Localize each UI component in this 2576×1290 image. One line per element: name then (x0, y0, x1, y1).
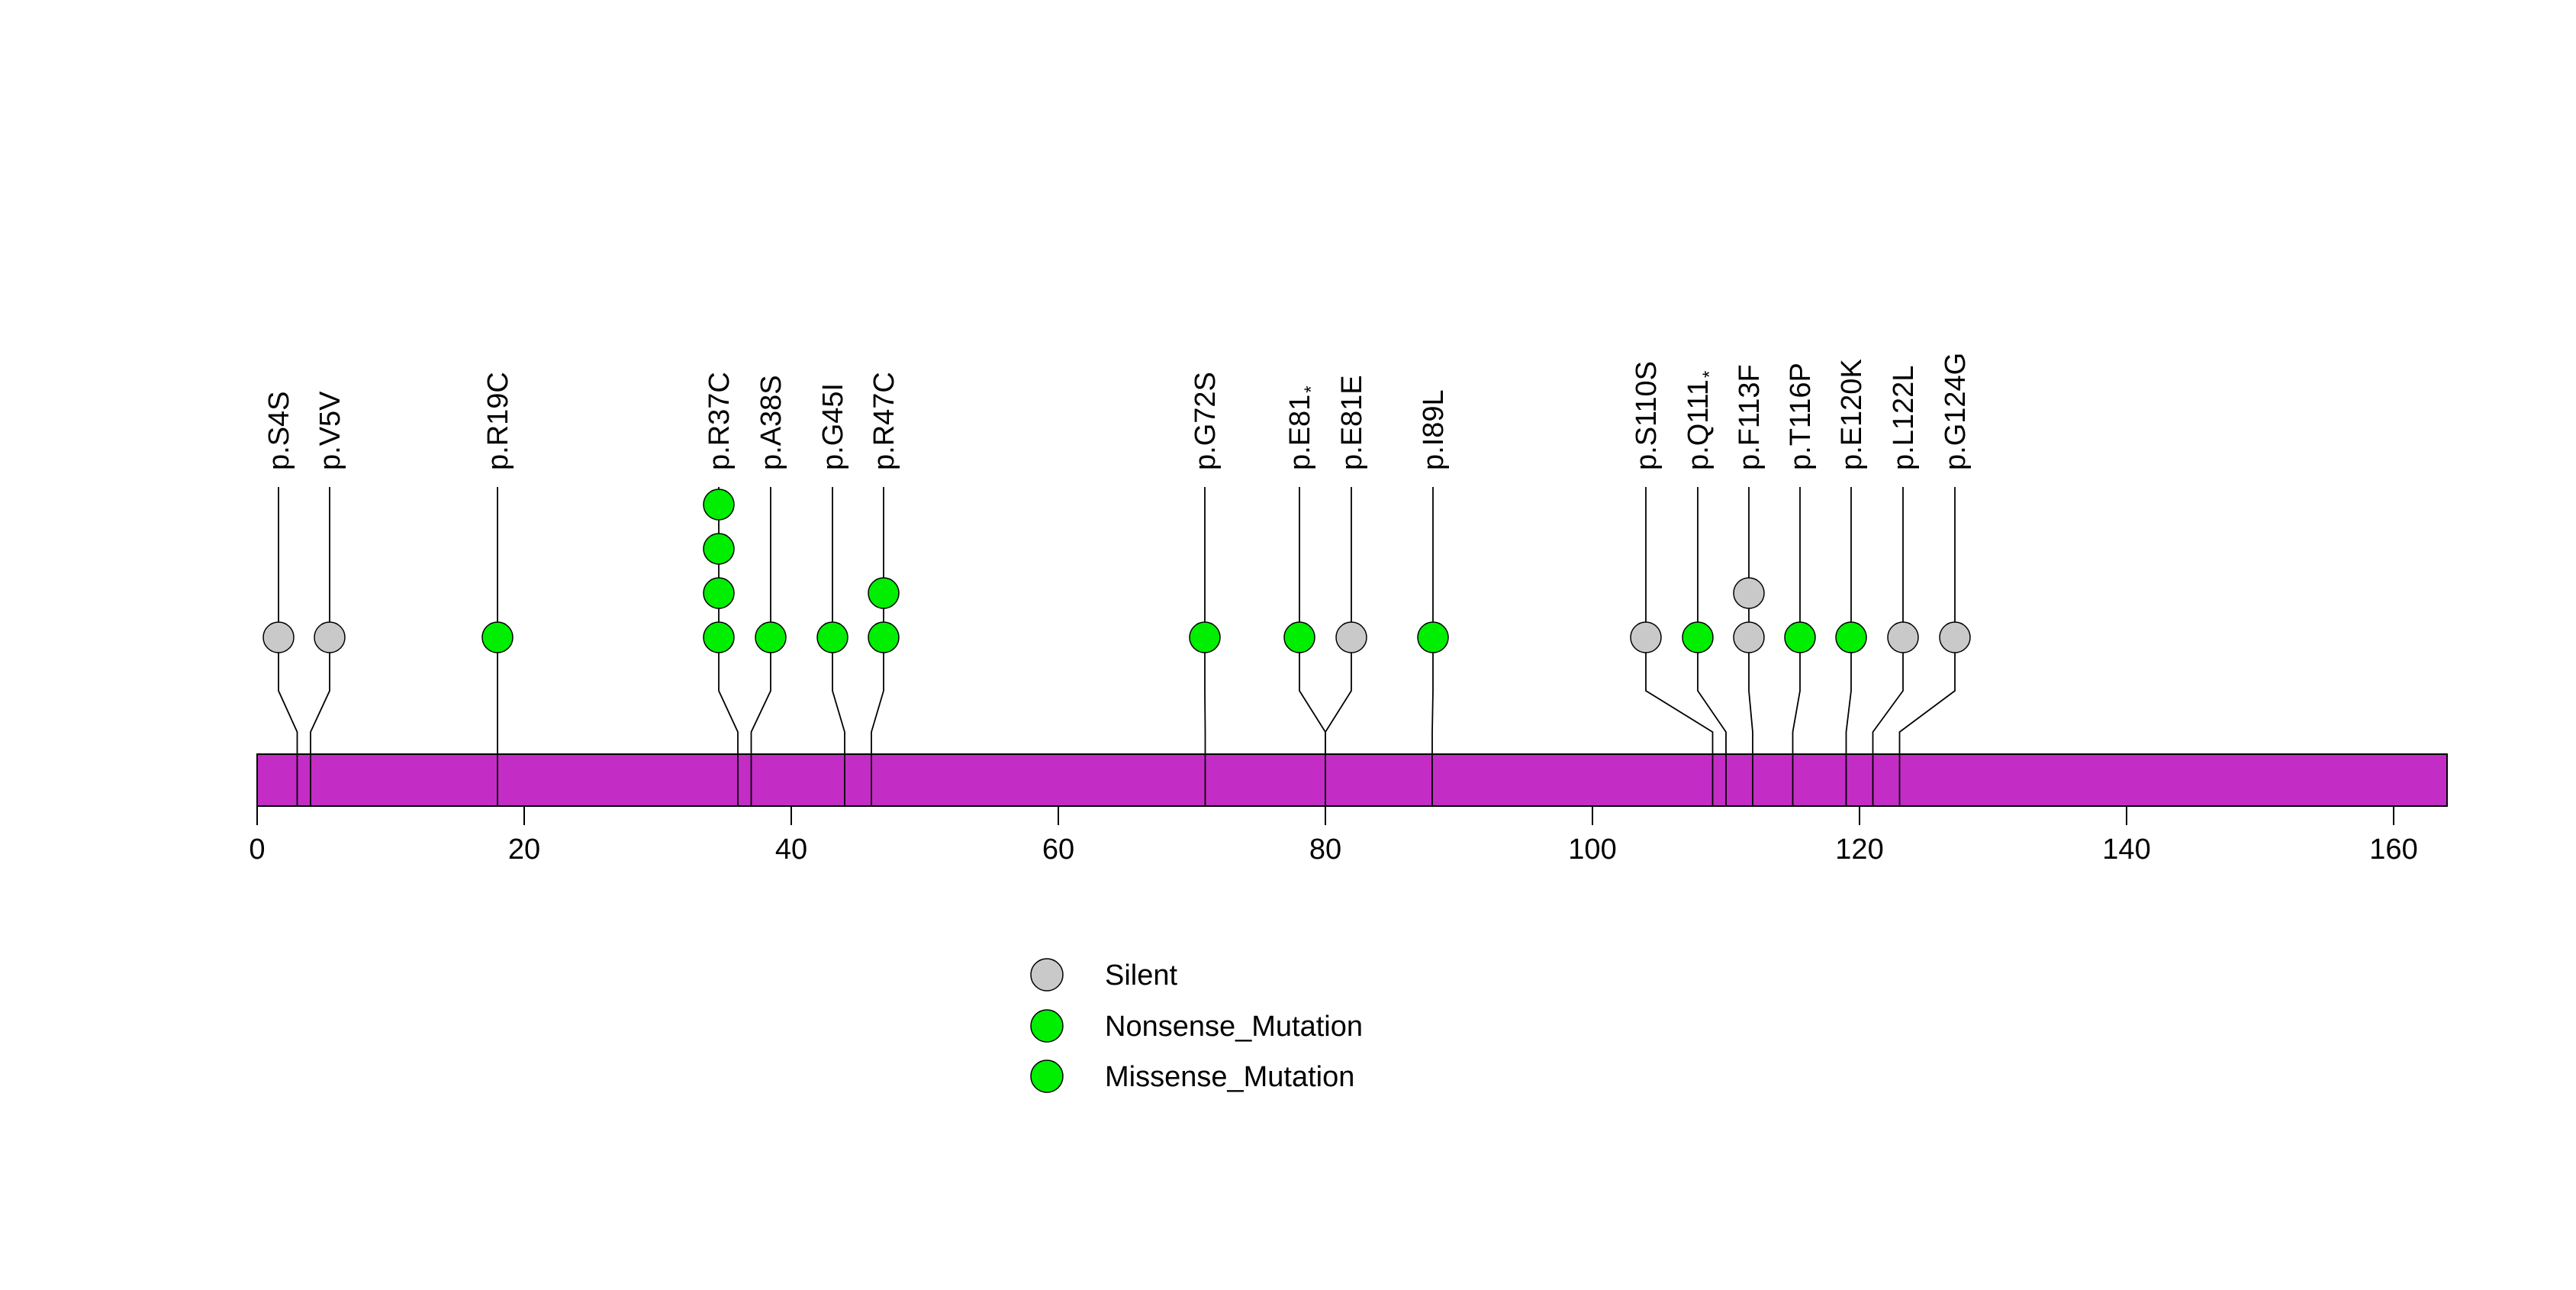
mutation-label: p.S110S (1631, 361, 1663, 470)
legend-label: Missense_Mutation (1105, 1061, 1354, 1093)
lollipop-stem (1204, 487, 1206, 806)
axis-tick-label: 60 (1042, 834, 1074, 866)
mutation-circle (1417, 621, 1449, 653)
axis-tick-label: 0 (249, 834, 265, 866)
axis-tick-label: 140 (2102, 834, 2150, 866)
axis-tick-label: 20 (508, 834, 540, 866)
mutation-circle (1887, 621, 1919, 653)
mutation-circle (816, 621, 848, 653)
lollipop-stem (1872, 487, 1904, 806)
mutation-circle (703, 577, 735, 609)
axis-tick-label: 100 (1568, 834, 1616, 866)
mutation-circle (262, 621, 295, 653)
mutation-label: p.L122L (1888, 366, 1920, 470)
mutation-circle (1283, 621, 1315, 653)
lollipop-stem (1898, 487, 1956, 806)
lollipop-stem (1645, 487, 1714, 806)
mutation-label: p.Q111* (1682, 371, 1720, 470)
mutation-circle (1682, 621, 1714, 653)
lollipop-stem (278, 487, 298, 806)
mutation-label: p.I89L (1418, 389, 1450, 470)
mutation-label: p.T116P (1785, 363, 1817, 470)
mutation-circle (1189, 621, 1221, 653)
axis-tick-label: 80 (1309, 834, 1341, 866)
lollipop-stem (1845, 487, 1852, 806)
mutation-label: p.G72S (1190, 372, 1222, 470)
mutation-circle (1939, 621, 1971, 653)
mutation-circle (314, 621, 346, 653)
mutation-label: p.R37C (704, 372, 736, 470)
lollipop-stem (750, 487, 771, 806)
mutation-circle (868, 577, 900, 609)
mutation-label: p.E120K (1836, 359, 1868, 470)
mutation-label: p.R47C (868, 372, 900, 470)
mutation-circle (703, 489, 735, 521)
mutation-circle (1335, 621, 1367, 653)
mutation-circle (1784, 621, 1816, 653)
lollipop-stem (832, 487, 845, 806)
legend-label: Silent (1105, 959, 1177, 992)
protein-domain-bar (256, 753, 2448, 807)
mutation-circle (1630, 621, 1662, 653)
axis-tick-label: 40 (775, 834, 807, 866)
mutation-label: p.G124G (1940, 353, 1972, 470)
mutation-circle (1835, 621, 1867, 653)
legend-swatch-missense_mutation (1030, 1059, 1064, 1093)
mutation-circle (868, 621, 900, 653)
mutation-label: p.V5V (314, 391, 346, 470)
legend-swatch-silent (1030, 958, 1064, 992)
legend-swatch-nonsense_mutation (1030, 1009, 1064, 1043)
mutation-label: p.G45I (817, 383, 849, 470)
axis-tick-label: 160 (2369, 834, 2417, 866)
lollipop-stem (310, 487, 330, 806)
mutation-circle (1733, 621, 1765, 653)
mutation-circle (703, 621, 735, 653)
mutation-label: p.R19C (482, 372, 514, 470)
axis-tick-label: 120 (1835, 834, 1883, 866)
mutation-circle (703, 533, 735, 565)
lollipop-stem (1792, 487, 1801, 806)
lollipop-stem (1697, 487, 1727, 806)
mutation-label: p.E81* (1284, 385, 1322, 470)
mutation-circle (481, 621, 514, 653)
legend-label: Nonsense_Mutation (1105, 1011, 1363, 1043)
mutation-label: p.A38S (755, 375, 787, 470)
mutation-label: p.S4S (263, 391, 295, 470)
lollipop-stem (1325, 487, 1352, 806)
mutation-label: p.F113F (1734, 364, 1766, 470)
mutation-circle (755, 621, 787, 653)
mutation-circle (1733, 577, 1765, 609)
lollipop-stem (1431, 487, 1434, 806)
mutation-label: p.E81E (1336, 375, 1368, 470)
